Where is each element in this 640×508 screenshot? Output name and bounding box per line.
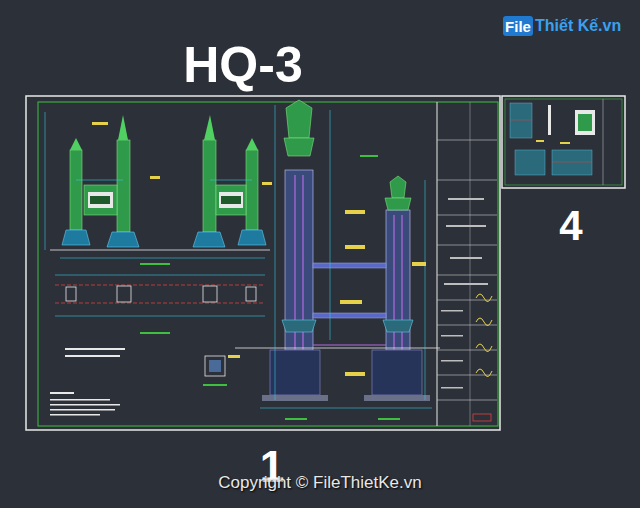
drawing-code: HQ-3 bbox=[183, 40, 302, 90]
sheet-number: 4 bbox=[559, 205, 582, 247]
logo-text: File bbox=[505, 19, 531, 34]
logo-text: Thiết Kế.vn bbox=[535, 18, 621, 34]
watermark: Copyright © FileThietKe.vn bbox=[218, 474, 421, 491]
